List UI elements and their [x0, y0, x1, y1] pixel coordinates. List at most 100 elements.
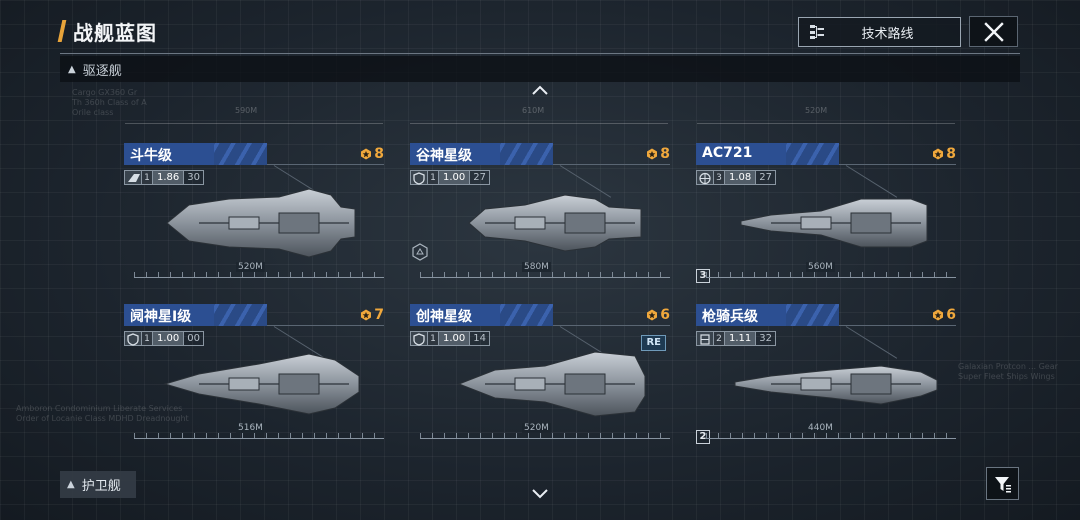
- ship-card[interactable]: 谷神星级 8 1 1.00 27: [410, 143, 670, 288]
- ship-stats: 3 1.08 27: [696, 170, 776, 185]
- star-badge: 6: [646, 307, 670, 323]
- close-button[interactable]: [969, 16, 1018, 47]
- ship-name: 斗牛级: [130, 148, 172, 164]
- ship-name-band: [124, 304, 267, 326]
- star-badge-icon: [361, 309, 372, 321]
- section-label: 驱逐舰: [82, 63, 122, 79]
- ghost-scale-1: 590M: [125, 106, 383, 124]
- ship-stats: 1 1.86 30: [124, 170, 204, 185]
- header: 战舰蓝图 技术路线: [0, 0, 1080, 56]
- ship-length-label: 560M: [806, 262, 835, 272]
- expand-triangle-icon: ▲: [67, 479, 75, 490]
- ship-level: 1: [142, 331, 152, 346]
- ghost-scale-2: 610M: [410, 106, 668, 124]
- ghost-scale-3: 520M: [697, 106, 955, 124]
- star-badge: 7: [360, 307, 384, 323]
- section-tab-frigate[interactable]: ▲ 护卫舰: [60, 471, 136, 498]
- filter-button[interactable]: [986, 467, 1019, 500]
- star-badge: 8: [646, 146, 670, 162]
- ship-rating: 1.86: [152, 170, 185, 185]
- star-badge: 8: [932, 146, 956, 162]
- ship-name-rule: [553, 325, 670, 326]
- ship-card[interactable]: 枪骑兵级 6 2 1.11 32 2: [696, 304, 956, 449]
- page-title: 战舰蓝图: [73, 21, 157, 45]
- ship-sub-rating: 14: [470, 331, 490, 346]
- ship-name-band: [696, 304, 839, 326]
- filter-icon: [994, 476, 1011, 492]
- ship-length-label: 516M: [236, 423, 265, 433]
- ship-sub-rating: 30: [184, 170, 204, 185]
- chevron-up-icon[interactable]: [530, 84, 550, 96]
- ship-level: 2: [714, 331, 724, 346]
- ship-name: AC721: [702, 145, 753, 161]
- title-accent: [57, 20, 67, 42]
- ship-stats: 1 1.00 27: [410, 170, 490, 185]
- ship-card[interactable]: AC721 8 3 1.08 27 3: [696, 143, 956, 288]
- ship-sub-rating: 00: [184, 331, 204, 346]
- ship-name-rule: [839, 325, 956, 326]
- ship-sub-rating: 32: [756, 331, 776, 346]
- chevron-down-icon[interactable]: [530, 488, 550, 500]
- ghost-text-top: Cargo GX360 Gr Th 360h Class of A Orile …: [72, 88, 147, 117]
- star-badge-icon: [647, 309, 658, 321]
- ship-name: 谷神星级: [416, 148, 472, 164]
- star-badge-icon: [361, 148, 372, 160]
- tech-tree-icon: [810, 25, 824, 39]
- ship-rating: 1.00: [438, 170, 471, 185]
- engine-icon: [124, 170, 142, 185]
- ship-name: 创神星级: [416, 309, 472, 325]
- ship-rating: 1.11: [724, 331, 757, 346]
- ship-card[interactable]: 斗牛级 8 1 1.86 30: [124, 143, 384, 288]
- ship-level: 3: [714, 170, 724, 185]
- ship-card[interactable]: 阋神星Ⅰ级 7 1 1.00 00: [124, 304, 384, 449]
- ship-scale-bar: [134, 430, 384, 439]
- tech-route-label: 技术路线: [861, 26, 914, 42]
- ship-name-rule: [553, 164, 670, 165]
- collapse-triangle-icon: ▲: [68, 63, 76, 75]
- ship-name: 阋神星Ⅰ级: [130, 309, 192, 325]
- star-badge-icon: [647, 148, 658, 160]
- ship-scale-bar: [706, 430, 956, 439]
- ship-name: 枪骑兵级: [702, 309, 758, 325]
- ship-scale-bar: [420, 430, 670, 439]
- ship-card[interactable]: 创神星级 6 1 1.00 14 RE: [410, 304, 670, 449]
- shield-icon: [124, 331, 142, 346]
- ship-rating: 1.00: [438, 331, 471, 346]
- star-count: 8: [660, 146, 670, 162]
- star-count: 7: [374, 307, 384, 323]
- star-badge: 8: [360, 146, 384, 162]
- section-bar-destroyer[interactable]: ▲ 驱逐舰: [60, 56, 1020, 82]
- ship-length-label: 580M: [522, 262, 551, 272]
- ship-sub-rating: 27: [756, 170, 776, 185]
- ship-silhouette: [163, 353, 360, 415]
- tech-route-button[interactable]: 技术路线: [798, 17, 961, 47]
- header-divider: [60, 53, 1020, 54]
- ship-scale-bar: [420, 269, 670, 278]
- ship-level: 1: [428, 331, 438, 346]
- ship-stats: 1 1.00 00: [124, 331, 204, 346]
- ship-silhouette: [457, 351, 646, 417]
- ship-stats: 1 1.00 14: [410, 331, 490, 346]
- ship-scale-bar: [706, 269, 956, 278]
- ship-length-label: 520M: [522, 423, 551, 433]
- ship-name-rule: [267, 325, 384, 326]
- ship-silhouette: [166, 188, 356, 258]
- star-count: 8: [374, 146, 384, 162]
- star-count: 6: [946, 307, 956, 323]
- hexagon-icon: [412, 243, 428, 261]
- globe-icon: [696, 170, 714, 185]
- ship-name-band: [696, 143, 839, 165]
- star-count: 6: [660, 307, 670, 323]
- ship-length-label: 520M: [236, 262, 265, 272]
- ship-rating: 1.08: [724, 170, 757, 185]
- star-badge: 6: [932, 307, 956, 323]
- close-icon: [983, 21, 1004, 42]
- ship-silhouette: [468, 194, 642, 252]
- star-badge-icon: [933, 309, 944, 321]
- ship-name-band: [410, 304, 553, 326]
- shield-icon: [410, 170, 428, 185]
- frigate-label: 护卫舰: [81, 479, 121, 494]
- ship-length-label: 440M: [806, 423, 835, 433]
- ship-silhouette: [740, 198, 928, 248]
- ship-name-band: [124, 143, 267, 165]
